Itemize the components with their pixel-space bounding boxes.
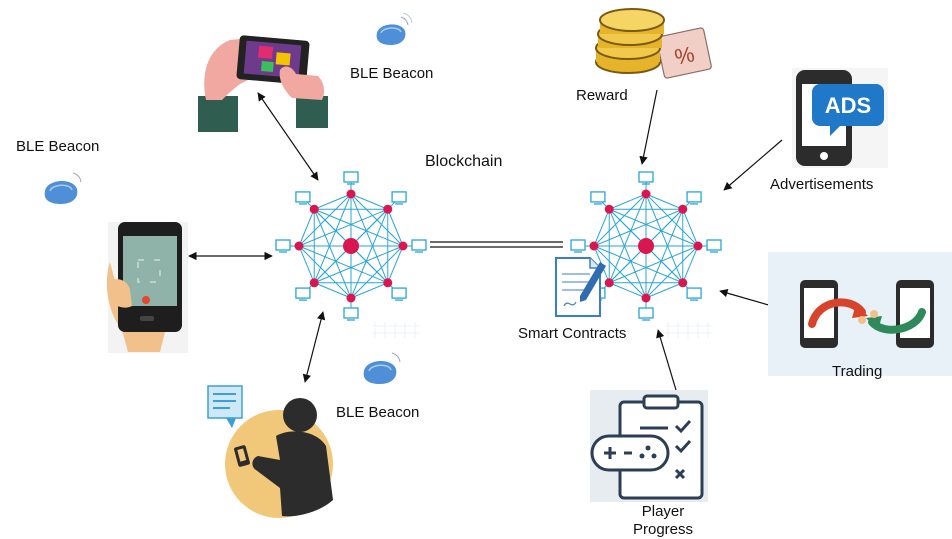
network-node bbox=[398, 241, 408, 251]
reward-label: Reward bbox=[576, 87, 628, 104]
arrow-person-network bbox=[302, 311, 326, 383]
mesh-link bbox=[314, 208, 404, 247]
mesh-link bbox=[298, 209, 315, 247]
mesh-spoke bbox=[645, 208, 684, 247]
trading-icon bbox=[768, 252, 952, 376]
network-node bbox=[604, 278, 614, 288]
arrow-progress-network bbox=[656, 329, 677, 391]
hand-phone-icon bbox=[198, 35, 328, 132]
network-node bbox=[693, 241, 703, 251]
mesh-link bbox=[682, 209, 699, 247]
mesh-link bbox=[609, 282, 647, 299]
computer-icon bbox=[343, 171, 359, 185]
mesh-link bbox=[298, 245, 315, 283]
beacon-top-label: BLE Beacon bbox=[350, 65, 434, 82]
computer-icon bbox=[706, 239, 722, 253]
network-node bbox=[604, 204, 614, 214]
coins-coupon-icon: % bbox=[595, 8, 712, 79]
blockchain-label: Blockchain bbox=[425, 153, 503, 170]
mesh-link bbox=[350, 282, 388, 299]
mesh-link bbox=[608, 209, 647, 299]
network-node bbox=[309, 204, 319, 214]
mesh-spoke bbox=[313, 245, 352, 284]
mesh-link bbox=[682, 245, 699, 283]
computer-icon bbox=[686, 287, 702, 301]
beacon-icon bbox=[44, 172, 82, 204]
computer-icon bbox=[686, 191, 702, 205]
player-progress-icon bbox=[590, 390, 708, 502]
beacon-left-label: BLE Beacon bbox=[16, 138, 100, 155]
trading-label: Trading bbox=[832, 363, 883, 380]
mesh-link bbox=[387, 245, 404, 283]
arrow-phone-hand-network bbox=[257, 92, 319, 181]
contract-document-icon bbox=[555, 257, 606, 317]
network-node bbox=[346, 293, 356, 303]
smart-contracts-label: Smart Contracts bbox=[518, 325, 627, 342]
network-node bbox=[383, 278, 393, 288]
arrow-reward-network bbox=[639, 89, 658, 165]
network-node bbox=[678, 278, 688, 288]
mesh-spoke bbox=[313, 208, 352, 247]
grid-texture-left bbox=[372, 322, 420, 338]
network-node bbox=[294, 241, 304, 251]
grid-texture-right bbox=[665, 322, 713, 338]
mesh-spoke bbox=[608, 245, 647, 284]
computer-icon bbox=[590, 191, 606, 205]
computer-icon bbox=[295, 287, 311, 301]
network-node bbox=[346, 189, 356, 199]
computer-icon bbox=[570, 239, 586, 253]
network-node bbox=[641, 293, 651, 303]
mesh-spoke bbox=[645, 245, 684, 284]
advertisements-label: Advertisements bbox=[770, 176, 874, 193]
computer-icon bbox=[343, 307, 359, 321]
blockchain-network-right bbox=[570, 171, 722, 321]
person-phone-icon bbox=[207, 385, 333, 518]
network-node bbox=[678, 204, 688, 214]
mesh-link bbox=[314, 282, 352, 299]
network-node bbox=[589, 241, 599, 251]
computer-icon bbox=[295, 191, 311, 205]
beacon-bottom-label: BLE Beacon bbox=[336, 404, 420, 421]
computer-icon bbox=[391, 287, 407, 301]
arrows bbox=[188, 89, 787, 391]
arrow-ads-network bbox=[723, 139, 783, 191]
mesh-link bbox=[645, 193, 683, 210]
mesh-link bbox=[609, 193, 647, 210]
phone-camera-icon bbox=[106, 222, 188, 353]
network-node bbox=[641, 189, 651, 199]
mesh-link bbox=[387, 209, 404, 247]
player-progress-label: Player Progress bbox=[623, 503, 703, 539]
mesh-link bbox=[313, 209, 352, 299]
mesh-spoke bbox=[608, 208, 647, 247]
mesh-link bbox=[314, 193, 352, 210]
mesh-link bbox=[609, 208, 699, 247]
network-node bbox=[383, 204, 393, 214]
mesh-link bbox=[645, 282, 683, 299]
computer-icon bbox=[411, 239, 427, 253]
ads-phone-icon: ADS bbox=[792, 68, 888, 168]
blockchain-link bbox=[430, 241, 563, 248]
computer-icon bbox=[275, 239, 291, 253]
mesh-link bbox=[593, 209, 610, 247]
computer-icon bbox=[638, 307, 654, 321]
computer-icon bbox=[638, 171, 654, 185]
beacon-icon bbox=[376, 12, 413, 46]
network-center-node bbox=[638, 238, 654, 254]
player-progress-line2: Progress bbox=[632, 521, 694, 538]
mesh-spoke bbox=[350, 208, 389, 247]
computer-icon bbox=[391, 191, 407, 205]
ads-badge-label: ADS bbox=[825, 93, 871, 118]
beacon-icon bbox=[363, 352, 401, 384]
mesh-spoke bbox=[350, 245, 389, 284]
player-progress-line1: Player bbox=[641, 503, 685, 520]
mesh-link bbox=[350, 193, 388, 210]
network-node bbox=[309, 278, 319, 288]
network-center-node bbox=[343, 238, 359, 254]
blockchain-network-left bbox=[275, 171, 427, 321]
